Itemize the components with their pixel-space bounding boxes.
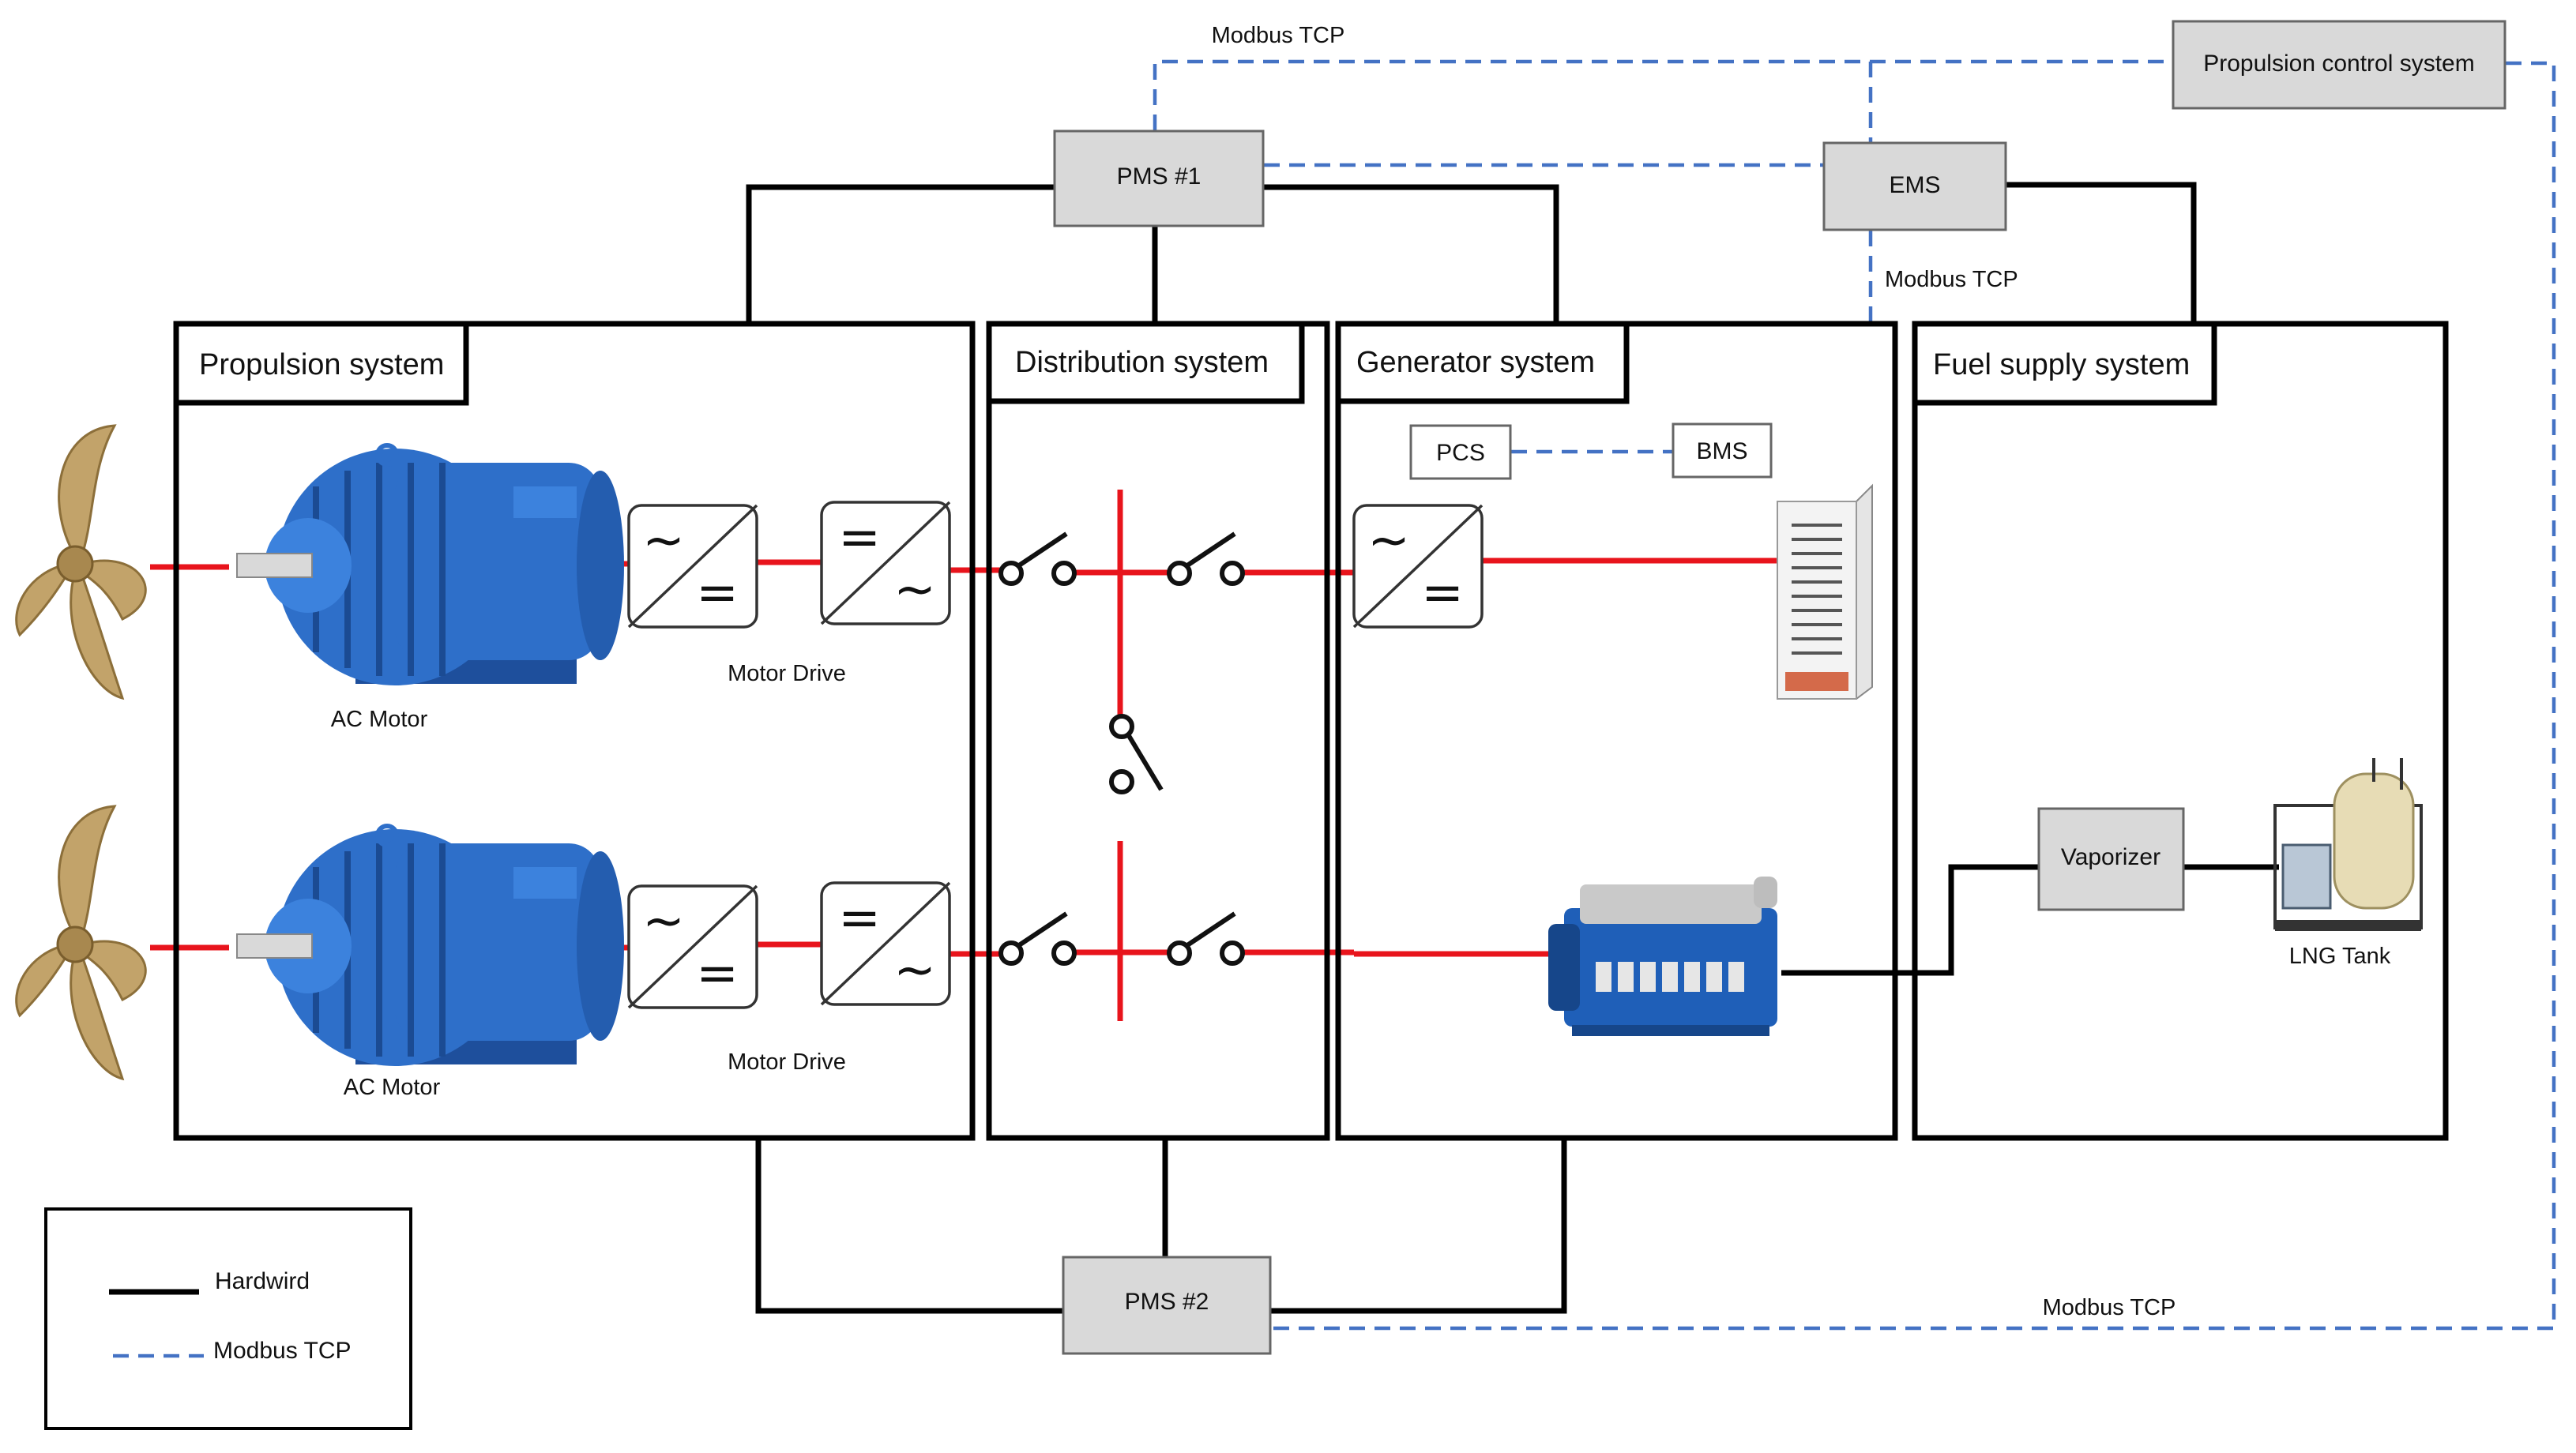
svg-text:=: = bbox=[838, 509, 881, 567]
distribution-title-tab bbox=[989, 324, 1305, 404]
bms-box[interactable]: BMS bbox=[1672, 422, 1773, 479]
converter-icon: ~ = bbox=[627, 884, 758, 1009]
svg-text:~: ~ bbox=[642, 892, 685, 951]
propulsion-title-tab bbox=[176, 324, 469, 406]
modbus-links bbox=[1153, 59, 2556, 1331]
hardwire-engine-vaporizer bbox=[1781, 864, 2038, 976]
legend-hardwire-label: Hardwird bbox=[215, 1268, 310, 1294]
motor-drive-bottom-caption: Motor Drive bbox=[728, 1049, 846, 1075]
svg-text:~: ~ bbox=[893, 941, 936, 1000]
converter-icon: ~ = bbox=[1352, 504, 1484, 629]
battery-rack-icon bbox=[1777, 483, 1873, 700]
svg-text:=: = bbox=[838, 889, 881, 948]
pms2-box[interactable]: PMS #2 bbox=[1062, 1256, 1272, 1355]
modbus-label-ems: Modbus TCP bbox=[1885, 267, 2018, 292]
engine-generator-icon bbox=[1548, 877, 1777, 1036]
propulsion-control-label: Propulsion control system bbox=[2203, 51, 2474, 77]
generator-frame bbox=[1335, 321, 1898, 1141]
fuel-section-title: Fuel supply system bbox=[1933, 348, 2190, 381]
lng-tank-icon bbox=[2273, 758, 2423, 931]
ac-motor-top-caption: AC Motor bbox=[331, 707, 428, 732]
fuel-title-tab bbox=[1915, 324, 2217, 406]
circuit-breaker-icon[interactable] bbox=[1109, 714, 1164, 794]
svg-text:~: ~ bbox=[642, 512, 685, 570]
generator-section-title: Generator system bbox=[1356, 346, 1595, 379]
propeller-icon bbox=[15, 424, 147, 700]
propeller-icon bbox=[15, 805, 147, 1081]
bms-label: BMS bbox=[1696, 438, 1747, 464]
ems-label: EMS bbox=[1889, 172, 1940, 198]
ac-motor-icon bbox=[236, 443, 624, 685]
pms1-label: PMS #1 bbox=[1117, 163, 1202, 190]
legend-modbus-label: Modbus TCP bbox=[213, 1338, 352, 1364]
hardwire-ems-fuel bbox=[2006, 182, 2197, 322]
distribution-frame bbox=[986, 321, 1330, 1141]
circuit-breaker-icon[interactable] bbox=[998, 531, 1077, 586]
generator-title-tab bbox=[1338, 324, 1630, 404]
svg-text:=: = bbox=[1421, 564, 1464, 622]
ac-motor-icon bbox=[236, 824, 624, 1066]
svg-text:~: ~ bbox=[1367, 512, 1410, 570]
modbus-link-pms1-top bbox=[1153, 59, 2172, 130]
modbus-link-right-loop bbox=[1269, 61, 2556, 1331]
converter-icon: = ~ bbox=[820, 501, 951, 625]
ems-box[interactable]: EMS bbox=[1822, 141, 2007, 231]
legend: Hardwird Modbus TCP bbox=[44, 1207, 412, 1430]
section-frames bbox=[173, 321, 2449, 1141]
converter-icon: = ~ bbox=[820, 881, 951, 1006]
fuel-frame bbox=[1912, 321, 2449, 1141]
converter-icon: ~ = bbox=[627, 504, 758, 629]
circuit-breaker-icon[interactable] bbox=[1167, 531, 1245, 586]
propulsion-section-title: Propulsion system bbox=[199, 348, 444, 381]
circuit-breaker-icon[interactable] bbox=[1167, 911, 1245, 966]
vaporizer-box[interactable]: Vaporizer bbox=[2037, 807, 2185, 911]
vaporizer-label: Vaporizer bbox=[2061, 844, 2160, 870]
propulsion-control-box[interactable]: Propulsion control system bbox=[2172, 20, 2506, 110]
pms2-label: PMS #2 bbox=[1125, 1289, 1209, 1315]
motor-drive-top-caption: Motor Drive bbox=[728, 661, 846, 686]
circuit-breakers bbox=[998, 531, 1245, 966]
svg-text:~: ~ bbox=[893, 561, 936, 619]
modbus-label-bottom: Modbus TCP bbox=[2043, 1295, 2176, 1320]
svg-text:=: = bbox=[696, 944, 739, 1003]
distribution-section-title: Distribution system bbox=[1015, 346, 1269, 379]
svg-text:=: = bbox=[696, 564, 739, 622]
propulsion-frame bbox=[173, 321, 976, 1141]
pms1-box[interactable]: PMS #1 bbox=[1053, 130, 1265, 227]
ac-motor-bottom-caption: AC Motor bbox=[344, 1075, 441, 1100]
modbus-label-top: Modbus TCP bbox=[1212, 23, 1345, 48]
lng-tank-caption: LNG Tank bbox=[2289, 944, 2391, 969]
pcs-label: PCS bbox=[1436, 440, 1485, 466]
circuit-breaker-icon[interactable] bbox=[998, 911, 1077, 966]
pcs-box[interactable]: PCS bbox=[1409, 424, 1512, 480]
